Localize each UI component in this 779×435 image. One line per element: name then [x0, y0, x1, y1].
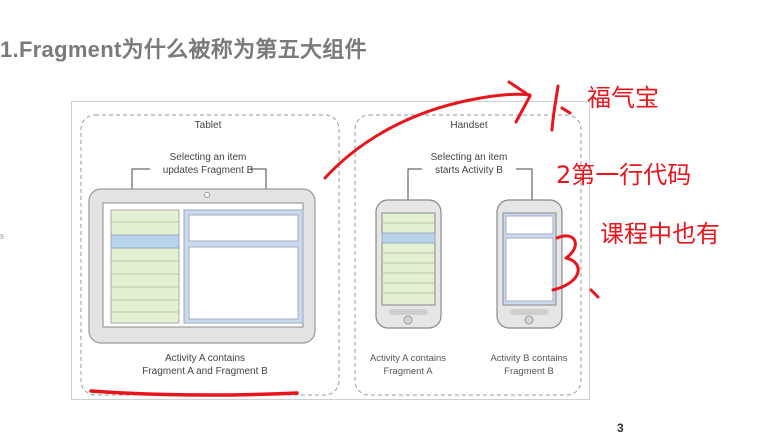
tablet-selected-row: [110, 234, 180, 249]
phone-a-caption-line2: Fragment A: [383, 366, 433, 377]
phone-a-home-button: [403, 315, 413, 325]
phone-a-nav-bar: [389, 309, 428, 315]
handset-callout-line2: starts Activity B: [435, 165, 503, 176]
phone-a-selected-row: [381, 232, 436, 244]
tablet-caption-line2: Fragment A and Fragment B: [142, 366, 268, 377]
tablet-fragment-a: [110, 209, 180, 324]
phone-b-caption-line2: Fragment B: [504, 366, 554, 377]
phone-a-screen: [381, 212, 436, 306]
handset-label: Handset: [450, 120, 487, 131]
phone-b-nav-bar: [510, 309, 549, 315]
phone-a-caption-line1: Activity A contains: [370, 353, 446, 364]
annotation-note-1: 福气宝: [587, 84, 659, 112]
ink-tick: [589, 288, 600, 299]
phone-b-caption-line1: Activity B contains: [490, 353, 567, 364]
tablet-camera: [204, 192, 210, 198]
tablet-fragment-b-body: [188, 246, 299, 320]
handset-callout-bracket-right: [516, 168, 533, 202]
phone-b-header: [505, 215, 554, 235]
slide-title: 1.Fragment为什么被称为第五大组件: [0, 37, 367, 62]
diagram-canvas: Tablet Selecting an item updates Fragmen…: [80, 114, 582, 396]
phone-b-home-button: [524, 315, 534, 325]
handset-callout-line1: Selecting an item: [431, 152, 508, 163]
tablet-caption-line1: Activity A contains: [165, 353, 245, 364]
tablet-callout-line2: updates Fragment B: [163, 165, 254, 176]
fragment-diagram: Tablet Selecting an item updates Fragmen…: [71, 101, 590, 400]
phone-b-body: [505, 237, 554, 302]
annotation-note-3: 课程中也有: [600, 220, 720, 248]
tablet-fragment-b-header: [188, 214, 299, 242]
side-number: 9: [0, 234, 4, 241]
tablet-callout-line1: Selecting an item: [170, 152, 247, 163]
tablet-label: Tablet: [195, 120, 222, 131]
page-number: 3: [617, 421, 624, 435]
annotation-note-2: 2第一行代码: [556, 161, 692, 189]
